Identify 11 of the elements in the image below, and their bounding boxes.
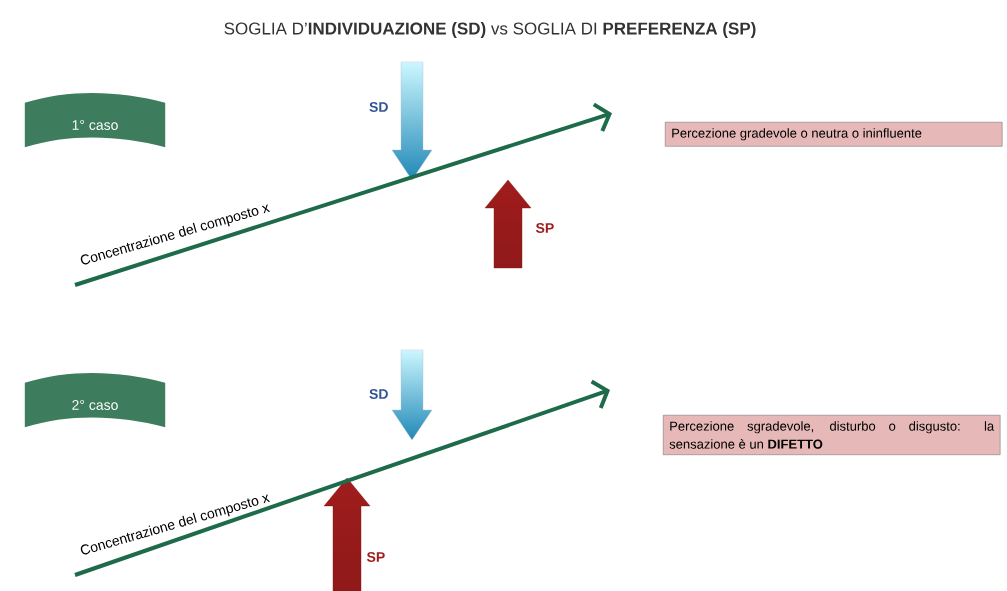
arrow: [74, 102, 612, 287]
arrow-label: SP: [535, 223, 554, 233]
arrow-label: SD: [369, 389, 388, 399]
text-box: Percezione gradevole o neutra o ininfluente: [665, 122, 1003, 147]
text-box: Percezione sgradevole, disturbo o disgusto: la sensazione è un DIFETTO: [663, 415, 1001, 455]
banner-flag: 2° caso: [24, 373, 166, 428]
arrow: [74, 379, 610, 577]
arrow-label: SP: [366, 552, 385, 562]
banner-flag: 1° caso: [24, 93, 166, 148]
title: SOGLIA D’INDIVIDUAZIONE (SD) vs SOGLIA DI PREFERENZA (SP): [224, 22, 756, 38]
arrow-label: SD: [369, 102, 388, 112]
